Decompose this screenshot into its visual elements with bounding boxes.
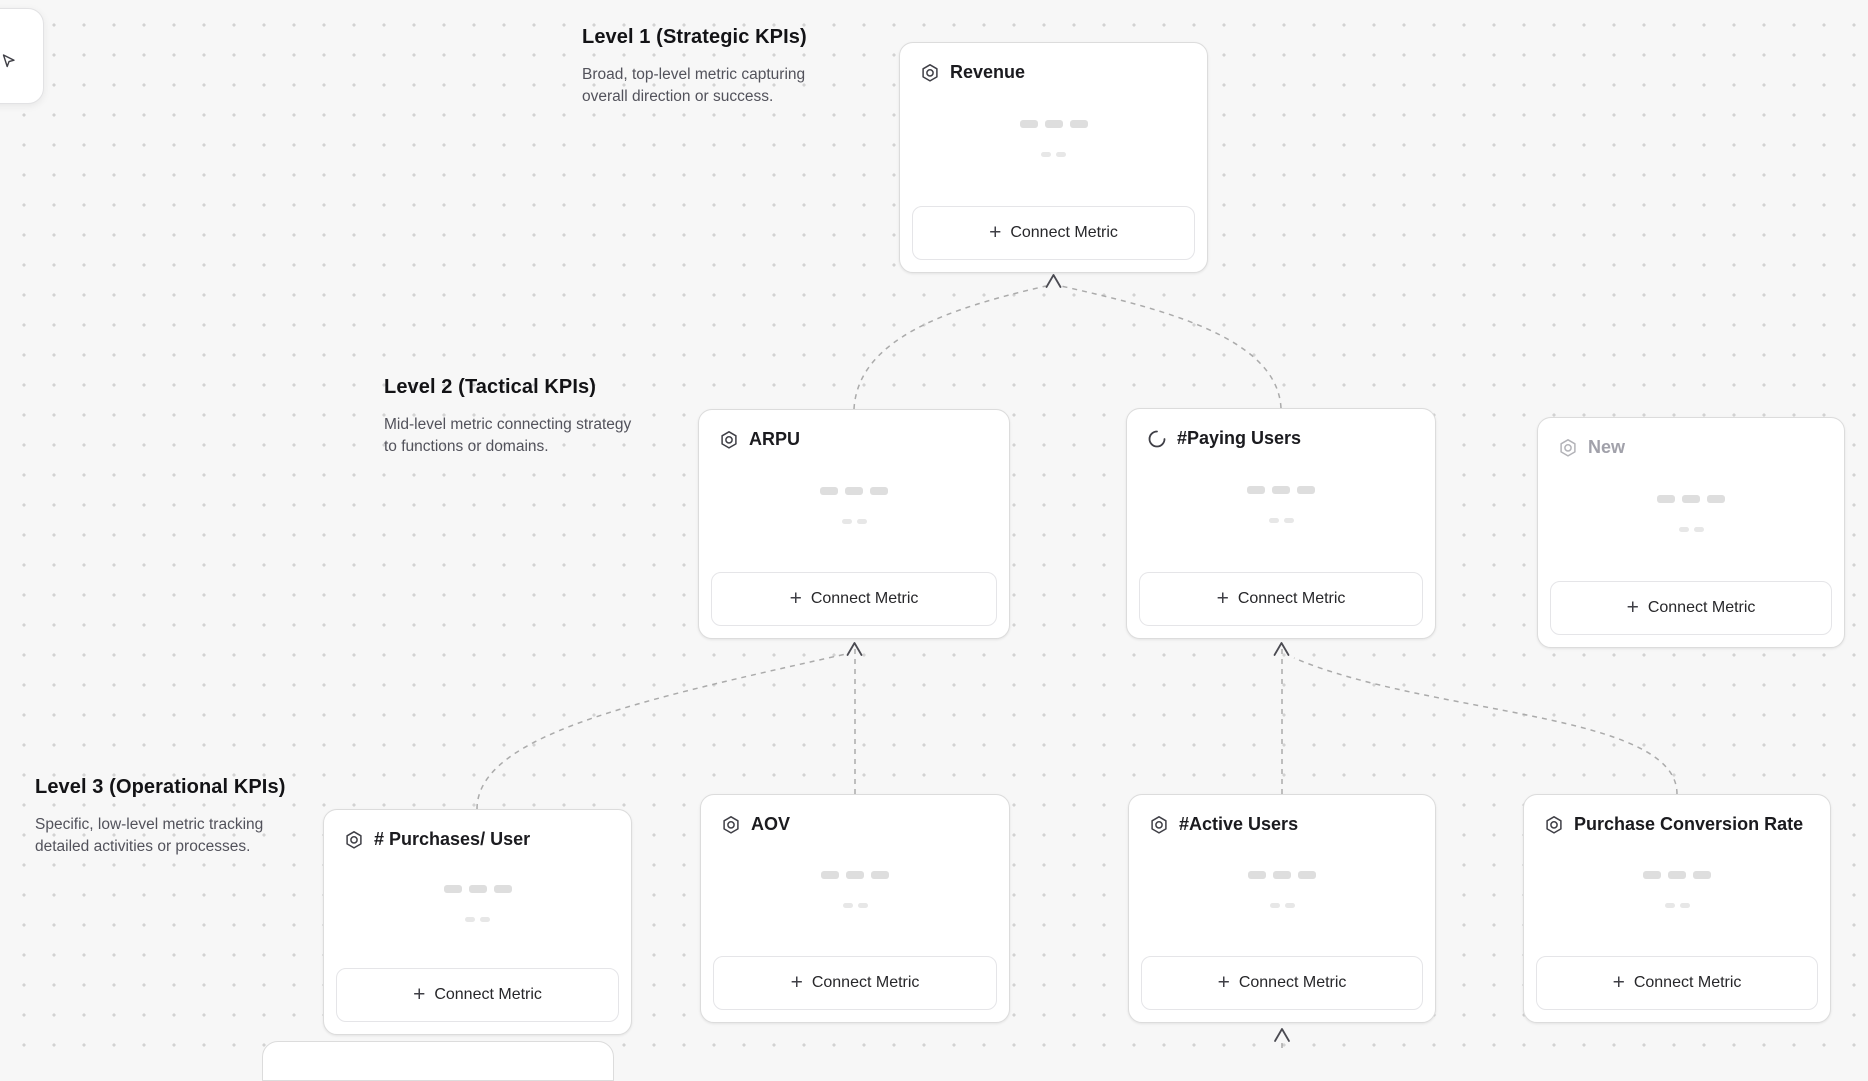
level-2-description: Mid-level metric connecting strategy to …: [384, 416, 632, 455]
partial-node[interactable]: [262, 1041, 614, 1081]
skeleton-row: [1664, 903, 1690, 908]
metric-node-paying-users[interactable]: #Paying Users + Connect Metric: [1126, 408, 1436, 639]
metric-node-purchases-per-user[interactable]: # Purchases/ User + Connect Metric: [323, 809, 632, 1035]
metric-node-revenue[interactable]: Revenue + Connect Metric: [899, 42, 1208, 273]
node-title: # Purchases/ User: [374, 829, 531, 849]
connect-metric-label: Connect Metric: [811, 974, 920, 991]
metric-loading-skeleton: [324, 850, 631, 956]
connect-metric-button[interactable]: + Connect Metric: [336, 968, 619, 1022]
connect-metric-label: Connect Metric: [1238, 974, 1347, 991]
metric-icon: [1558, 438, 1578, 458]
cursor-tool-icon[interactable]: [1, 53, 17, 74]
metric-loading-skeleton: [701, 835, 1009, 944]
metric-icon: [721, 815, 741, 835]
connect-metric-label: Connect Metric: [1010, 224, 1118, 241]
metric-icon: [344, 830, 364, 850]
node-header: AOV: [701, 795, 1009, 835]
node-title: Purchase Conversion Rate: [1574, 814, 1804, 834]
metric-icon: [1544, 815, 1564, 835]
plus-icon: +: [1217, 970, 1230, 994]
skeleton-row: [1657, 495, 1725, 503]
connect-metric-button[interactable]: + Connect Metric: [1139, 572, 1423, 626]
metric-node-new[interactable]: New + Connect Metric: [1537, 417, 1845, 648]
level-1-label: Level 1 (Strategic KPIs) Broad, top-leve…: [582, 26, 842, 107]
connect-metric-label: Connect Metric: [1647, 599, 1756, 616]
skeleton-row: [842, 903, 868, 908]
node-header: # Purchases/ User: [324, 810, 631, 850]
connect-metric-button[interactable]: + Connect Metric: [912, 206, 1195, 260]
skeleton-row: [1019, 120, 1088, 128]
skeleton-row: [820, 486, 888, 495]
skeleton-row: [1247, 486, 1315, 494]
spinner-icon: [1147, 429, 1167, 449]
metric-node-arpu[interactable]: ARPU + Connect Metric: [698, 409, 1010, 639]
level-3-description: Specific, low-level metric tracking deta…: [35, 816, 264, 855]
metric-node-active-users[interactable]: #Active Users + Connect Metric: [1128, 794, 1436, 1023]
skeleton-row: [1248, 871, 1316, 879]
node-title: New: [1588, 437, 1626, 457]
connect-metric-button[interactable]: + Connect Metric: [1550, 581, 1832, 635]
skeleton-row: [841, 518, 867, 524]
node-header: ARPU: [699, 410, 1009, 450]
level-2-title: Level 2 (Tactical KPIs): [384, 376, 597, 398]
connect-metric-label: Connect Metric: [1237, 590, 1346, 607]
node-title: Revenue: [950, 62, 1026, 82]
level-1-description: Broad, top-level metric capturing overal…: [582, 66, 806, 105]
metric-node-purchase-conversion-rate[interactable]: Purchase Conversion Rate + Connect Metri…: [1523, 794, 1831, 1023]
node-title: #Paying Users: [1177, 428, 1302, 448]
node-header: Revenue: [900, 43, 1207, 83]
level-3-title: Level 3 (Operational KPIs): [35, 776, 286, 798]
metric-loading-skeleton: [1129, 835, 1435, 944]
node-header: Purchase Conversion Rate: [1524, 795, 1830, 835]
node-header: New: [1538, 418, 1844, 458]
skeleton-row: [1268, 518, 1294, 523]
skeleton-row: [821, 871, 889, 879]
level-2-label: Level 2 (Tactical KPIs) Mid-level metric…: [384, 376, 644, 457]
plus-icon: +: [1612, 970, 1625, 994]
plus-icon: +: [790, 970, 803, 994]
metric-loading-skeleton: [699, 450, 1009, 560]
plus-icon: +: [1216, 586, 1229, 610]
node-title: ARPU: [749, 429, 801, 449]
metric-icon: [920, 63, 940, 83]
metric-loading-skeleton: [1127, 449, 1435, 560]
plus-icon: +: [989, 220, 1002, 244]
node-title: #Active Users: [1179, 814, 1299, 834]
skeleton-row: [443, 884, 512, 893]
connect-metric-button[interactable]: + Connect Metric: [1536, 956, 1818, 1010]
skeleton-row: [1041, 152, 1066, 157]
connect-metric-button[interactable]: + Connect Metric: [713, 956, 997, 1010]
toolbar-fragment[interactable]: [0, 8, 44, 104]
metric-icon: [719, 430, 739, 450]
skeleton-row: [465, 916, 490, 922]
connect-metric-button[interactable]: + Connect Metric: [1141, 956, 1423, 1010]
node-header: #Active Users: [1129, 795, 1435, 835]
node-title: AOV: [751, 814, 791, 834]
level-1-title: Level 1 (Strategic KPIs): [582, 26, 807, 48]
skeleton-row: [1269, 903, 1295, 908]
connect-metric-label: Connect Metric: [810, 590, 919, 607]
plus-icon: +: [789, 586, 802, 610]
metric-icon: [1149, 815, 1169, 835]
plus-icon: +: [413, 982, 426, 1006]
plus-icon: +: [1626, 595, 1639, 619]
connect-metric-label: Connect Metric: [1633, 974, 1742, 991]
metric-loading-skeleton: [900, 83, 1207, 194]
connect-metric-label: Connect Metric: [434, 986, 542, 1003]
level-3-label: Level 3 (Operational KPIs) Specific, low…: [35, 776, 295, 857]
node-header: #Paying Users: [1127, 409, 1435, 449]
metric-loading-skeleton: [1538, 458, 1844, 569]
metric-loading-skeleton: [1524, 835, 1830, 944]
skeleton-row: [1643, 871, 1711, 879]
skeleton-row: [1678, 527, 1704, 532]
metric-node-aov[interactable]: AOV + Connect Metric: [700, 794, 1010, 1023]
connect-metric-button[interactable]: + Connect Metric: [711, 572, 997, 626]
